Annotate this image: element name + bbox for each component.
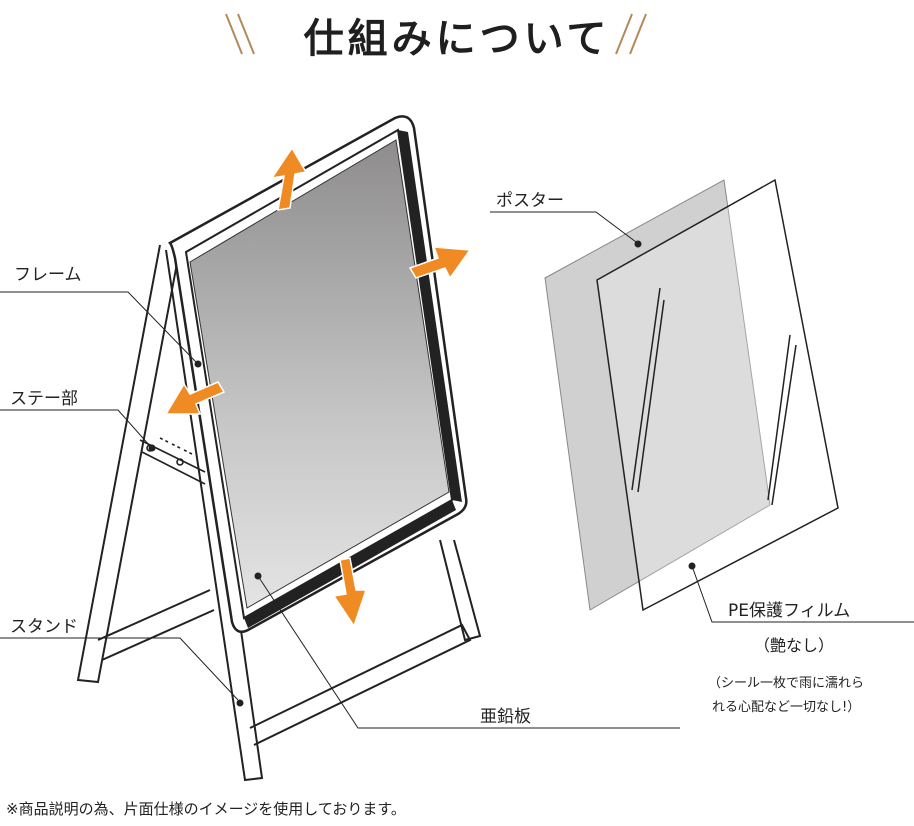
leader-lines <box>0 211 914 729</box>
expansion-arrows <box>164 146 472 628</box>
note-line-2: れる心配など一切なし!） <box>712 700 861 715</box>
label-pe-film: PE保護フィルム <box>728 601 851 621</box>
page-title: 仕組みについて <box>303 16 611 62</box>
note-line-1: （シール一枚で雨に濡れら <box>708 676 865 691</box>
label-pe-film-note: （艶なし） <box>754 636 835 655</box>
arrow-left-icon <box>164 381 226 415</box>
pe-film-sheet <box>596 178 839 612</box>
label-poster: ポスター <box>496 191 564 211</box>
title-left-deco <box>225 13 255 55</box>
arrow-right-icon <box>408 246 472 280</box>
arrow-up-icon <box>270 146 308 211</box>
label-stay: ステー部 <box>10 389 78 409</box>
zinc-plate-panel <box>189 139 450 609</box>
label-frame: フレーム <box>14 265 82 285</box>
footnote: ※商品説明の為、片面仕様のイメージを使用しております。 <box>6 800 406 818</box>
label-zinc-plate: 亜鉛板 <box>480 707 531 727</box>
arrow-down-icon <box>332 557 368 628</box>
label-stand: スタンド <box>10 617 78 637</box>
poster-sheet <box>544 179 771 611</box>
title-right-deco <box>615 13 647 55</box>
